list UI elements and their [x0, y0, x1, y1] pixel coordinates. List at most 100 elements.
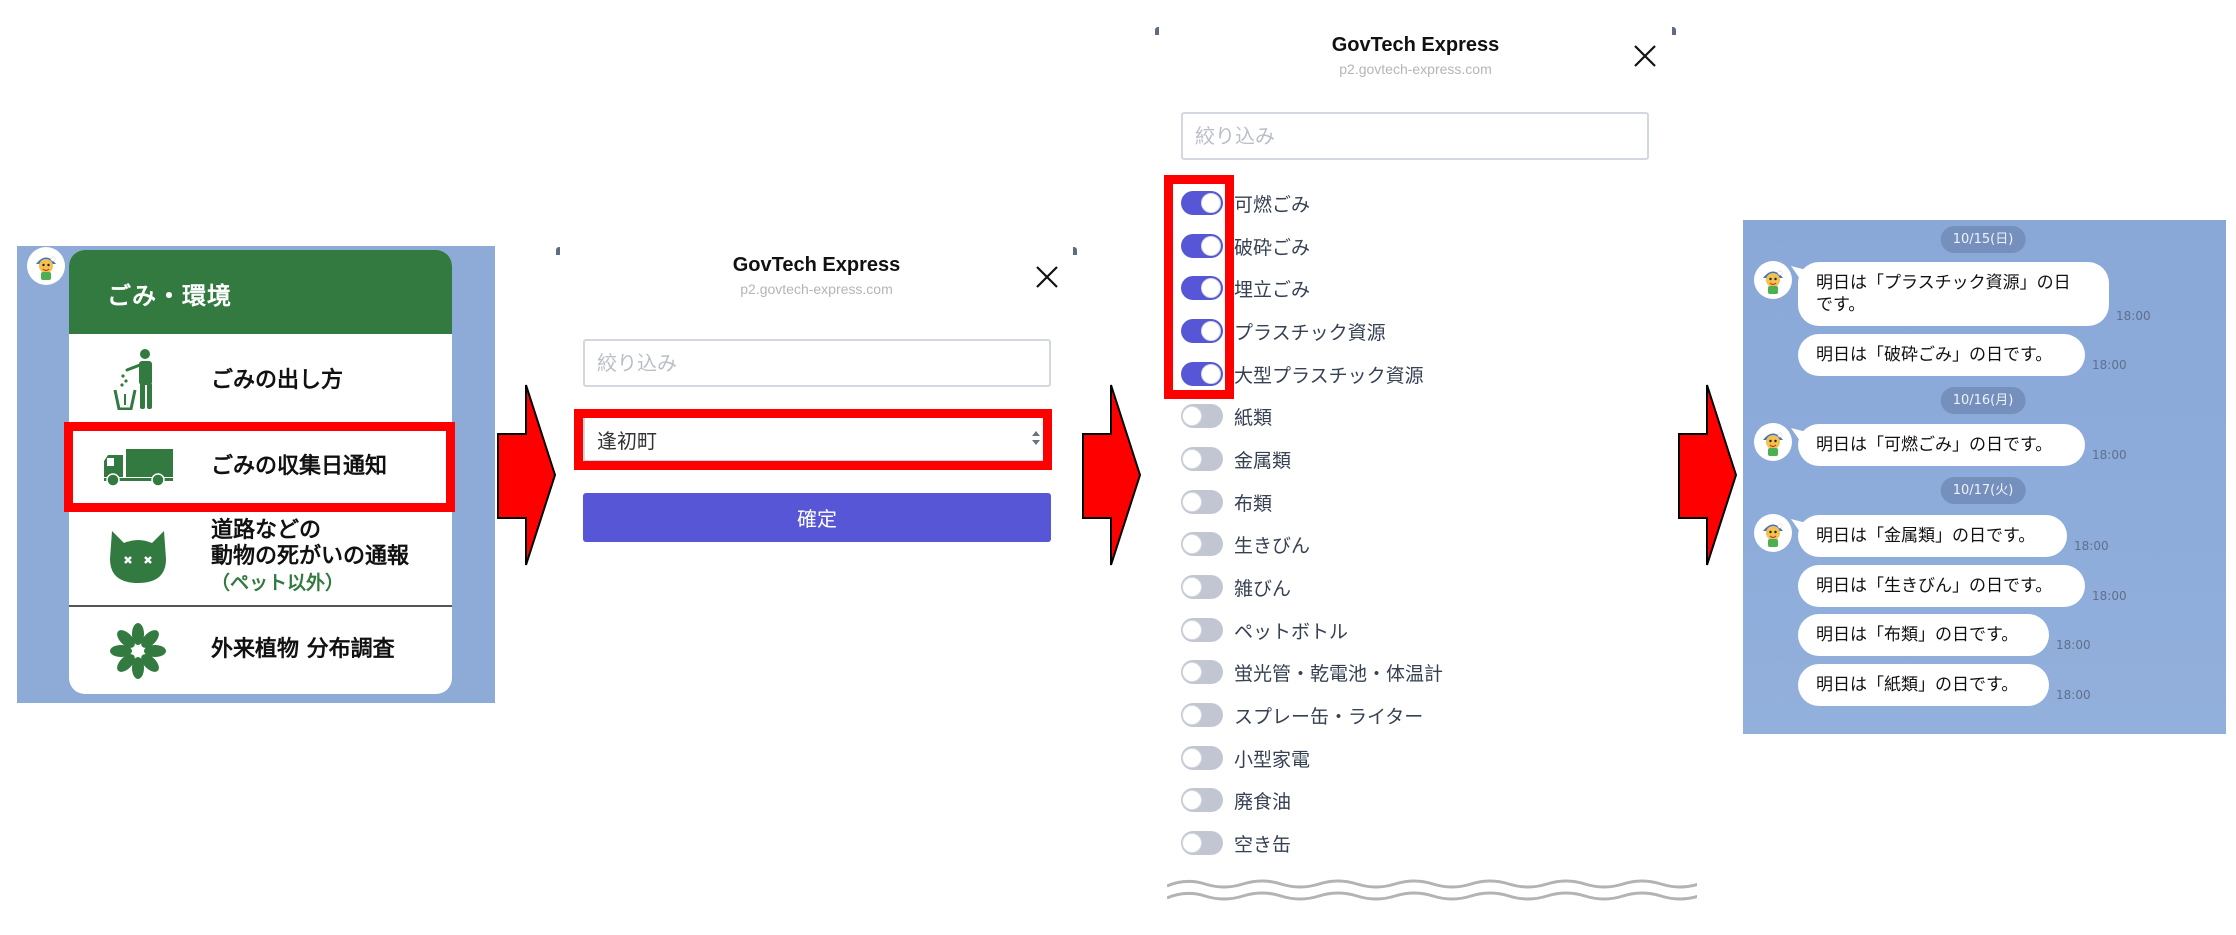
mascot-avatar-icon [27, 247, 65, 285]
toggle-label: 紙類 [1234, 406, 1273, 429]
filter-input[interactable] [583, 339, 1051, 387]
window-corner [1073, 247, 1077, 255]
close-icon[interactable] [1034, 264, 1060, 290]
chat-message: 明日は「プラスチック資源」の日 です。 [1798, 262, 2109, 326]
toggle-label: ペットボトル [1234, 620, 1349, 643]
toggle-row[interactable]: 布類 [1181, 487, 1272, 517]
date-separator: 10/16(月) [1940, 387, 2026, 414]
toggle-switch[interactable] [1181, 575, 1223, 599]
arrow-right-icon [497, 384, 557, 566]
close-icon[interactable] [1632, 43, 1658, 69]
trash-disposal-icon [113, 349, 152, 410]
toggle-row[interactable]: 埋立ごみ [1181, 273, 1310, 303]
toggle-switch[interactable] [1181, 234, 1223, 258]
chat-message: 明日は「生きびん」の日です。 [1798, 565, 2085, 607]
toggle-switch[interactable] [1181, 404, 1223, 428]
window-corner [1155, 27, 1159, 35]
menu-divider [69, 605, 452, 607]
toggle-label: 埋立ごみ [1234, 278, 1311, 301]
toggle-switch[interactable] [1181, 532, 1223, 556]
toggle-row[interactable]: 破砕ごみ [1181, 231, 1310, 261]
toggle-row[interactable]: 大型プラスチック資源 [1181, 359, 1424, 389]
menu-item-label: 外来植物 分布調査 [211, 637, 395, 662]
message-text-line-2: です。 [1816, 295, 1866, 315]
confirm-button[interactable]: 確定 [583, 493, 1051, 542]
toggle-label: 布類 [1234, 492, 1273, 515]
select-updown-icon [1032, 431, 1040, 445]
date-separator: 10/15(日) [1940, 226, 2026, 253]
menu-item-invasive-plant-survey[interactable]: 外来植物 分布調査 [69, 607, 452, 693]
menu-item-collection-day-notice[interactable]: ごみの収集日通知 [69, 428, 452, 508]
message-text-line-1: 明日は「プラスチック資源」の日 [1816, 273, 2071, 293]
message-time: 18:00 [2092, 589, 2127, 603]
toggle-switch[interactable] [1181, 788, 1223, 812]
area-select-value: 逢初町 [597, 429, 657, 453]
toggle-label: プラスチック資源 [1234, 321, 1386, 344]
mascot-avatar-icon [1754, 261, 1792, 299]
toggle-switch[interactable] [1181, 319, 1223, 343]
highlight-box [574, 409, 1052, 470]
toggle-row[interactable]: 小型家電 [1181, 743, 1310, 773]
label-line-1: 道路などの [211, 518, 322, 543]
toggle-row[interactable]: 生きびん [1181, 529, 1310, 559]
toggle-label: 破砕ごみ [1234, 236, 1311, 259]
toggle-row[interactable]: 廃食油 [1181, 785, 1291, 815]
toggle-switch[interactable] [1181, 191, 1223, 215]
dialog-url: p2.govtech-express.com [1339, 61, 1492, 77]
mascot-avatar-icon [1754, 423, 1792, 461]
dialog-title: GovTech Express [732, 254, 901, 276]
highlight-box [1164, 175, 1234, 399]
toggle-row[interactable]: 蛍光管・乾電池・体温計 [1181, 657, 1443, 687]
dialog-title: GovTech Express [1331, 34, 1500, 56]
toggle-switch[interactable] [1181, 618, 1223, 642]
toggle-label: 金属類 [1234, 449, 1292, 472]
toggle-label: 蛍光管・乾電池・体温計 [1234, 662, 1444, 685]
toggle-row[interactable]: 金属類 [1181, 444, 1291, 474]
message-time: 18:00 [2056, 638, 2091, 652]
toggle-row[interactable]: スプレー缶・ライター [1181, 700, 1423, 730]
toggle-row[interactable]: 可燃ごみ [1181, 188, 1310, 218]
toggle-switch[interactable] [1181, 831, 1223, 855]
toggle-switch[interactable] [1181, 447, 1223, 471]
toggle-row[interactable]: 空き缶 [1181, 828, 1291, 858]
message-time: 18:00 [2116, 309, 2151, 323]
dead-cat-icon [110, 531, 166, 583]
menu-item-label: 道路などの 動物の死がいの通報 （ペット以外） [211, 518, 409, 596]
menu-header: ごみ・環境 [69, 250, 452, 334]
flower-icon [110, 623, 166, 679]
toggle-switch[interactable] [1181, 660, 1223, 684]
arrow-right-icon [1082, 384, 1142, 566]
menu-item-animal-carcass-report[interactable]: 道路などの 動物の死がいの通報 （ペット以外） [69, 514, 452, 608]
chat-panel: 10/15(日) 明日は「プラスチック資源」の日 です。 18:00 明日は「破… [1743, 220, 2226, 734]
rich-menu-panel: ごみ・環境 ごみの出し方 [17, 246, 495, 703]
toggle-label: 生きびん [1234, 534, 1311, 557]
toggle-row[interactable]: 紙類 [1181, 401, 1272, 431]
window-corner [556, 247, 560, 255]
toggle-row[interactable]: プラスチック資源 [1181, 316, 1386, 346]
toggle-switch[interactable] [1181, 276, 1223, 300]
mascot-avatar-icon [1754, 514, 1792, 552]
chat-message: 明日は「布類」の日です。 [1798, 614, 2049, 656]
toggle-switch[interactable] [1181, 703, 1223, 727]
message-time: 18:00 [2092, 448, 2127, 462]
toggle-label: スプレー缶・ライター [1234, 705, 1424, 728]
message-time: 18:00 [2056, 688, 2091, 702]
toggle-label: 可燃ごみ [1234, 193, 1311, 216]
message-time: 18:00 [2092, 358, 2127, 372]
message-time: 18:00 [2074, 539, 2109, 553]
toggle-label: 小型家電 [1234, 748, 1311, 771]
toggle-label: 廃食油 [1234, 790, 1292, 813]
label-sub: （ペット以外） [211, 572, 345, 594]
chat-message: 明日は「可燃ごみ」の日です。 [1798, 424, 2085, 466]
menu-item-how-to-dispose[interactable]: ごみの出し方 [69, 334, 452, 422]
menu-card: ごみ・環境 ごみの出し方 [69, 250, 452, 694]
menu-header-title: ごみ・環境 [107, 282, 232, 310]
arrow-right-icon [1678, 384, 1738, 566]
toggle-switch[interactable] [1181, 362, 1223, 386]
toggle-switch[interactable] [1181, 490, 1223, 514]
truncation-wave-icon [1167, 879, 1697, 901]
filter-input[interactable] [1181, 112, 1649, 160]
toggle-row[interactable]: 雑びん [1181, 572, 1291, 602]
toggle-switch[interactable] [1181, 746, 1223, 770]
toggle-row[interactable]: ペットボトル [1181, 615, 1348, 645]
